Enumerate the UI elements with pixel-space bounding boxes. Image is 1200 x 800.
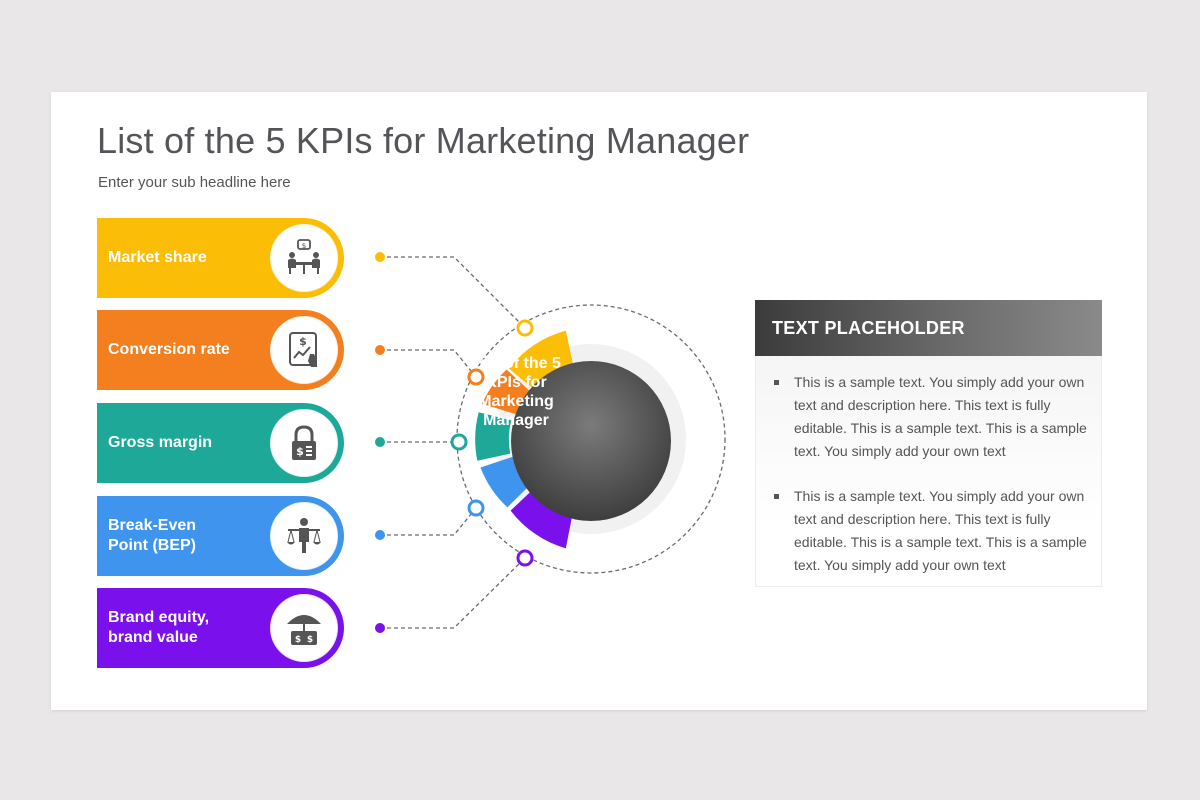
connector-dot (375, 252, 385, 262)
connector-dot (375, 437, 385, 447)
center-label: List of the 5 KPIs for Marketing Manager (471, 355, 561, 429)
lock-dollar-icon: $ (270, 409, 338, 477)
outer-dashed-ring (456, 304, 726, 574)
ring-node (450, 433, 468, 451)
svg-text:$: $ (302, 242, 306, 250)
svg-text:$: $ (296, 445, 304, 458)
person-scales-icon (270, 502, 338, 570)
tablet-chart-icon: $ (270, 316, 338, 384)
kpi-brand-equity: Brand equity,brand value $ $ (97, 588, 344, 668)
panel-header: TEXT PLACEHOLDER (755, 300, 1102, 356)
kpi-label: Market share (108, 249, 207, 266)
ring-node (467, 499, 485, 517)
svg-text:$: $ (307, 635, 313, 645)
svg-text:$: $ (299, 335, 307, 348)
svg-text:$: $ (295, 635, 301, 645)
panel-header-label: TEXT PLACEHOLDER (772, 317, 965, 338)
panel-bullet: This is a sample text. You simply add yo… (774, 485, 1092, 577)
kpi-label: Conversion rate (108, 341, 230, 358)
arc-segment-break-even-point (480, 456, 531, 508)
connector-dot (375, 530, 385, 540)
kpi-label: Gross margin (108, 434, 213, 451)
meeting-icon: $ (270, 224, 338, 292)
ring-node (516, 319, 534, 337)
panel-bullet: This is a sample text. You simply add yo… (774, 371, 1092, 463)
kpi-conversion-rate: Conversion rate $ (97, 310, 344, 390)
bullet-icon (774, 494, 779, 499)
slide-title: List of the 5 KPIs for Marketing Manager (97, 120, 750, 161)
connector-dot (375, 345, 385, 355)
connector-dot (375, 623, 385, 633)
text-panel: TEXT PLACEHOLDER This is a sample text. … (755, 300, 1102, 587)
slide: List of the 5 KPIs for Marketing Manager… (51, 92, 1147, 710)
bullet-icon (774, 380, 779, 385)
connector-lines (380, 256, 526, 629)
umbrella-money-icon: $ $ (270, 594, 338, 662)
kpi-label: Brand equity,brand value (108, 609, 210, 646)
slide-subtitle: Enter your sub headline here (98, 174, 291, 191)
kpi-gross-margin: Gross margin $ (97, 403, 344, 483)
panel-bullet-list: This is a sample text. You simply add yo… (774, 371, 1092, 599)
kpi-market-share: Market share $ (97, 218, 344, 298)
ring-node (516, 549, 534, 567)
arc-segment-brand-equity (510, 487, 573, 549)
